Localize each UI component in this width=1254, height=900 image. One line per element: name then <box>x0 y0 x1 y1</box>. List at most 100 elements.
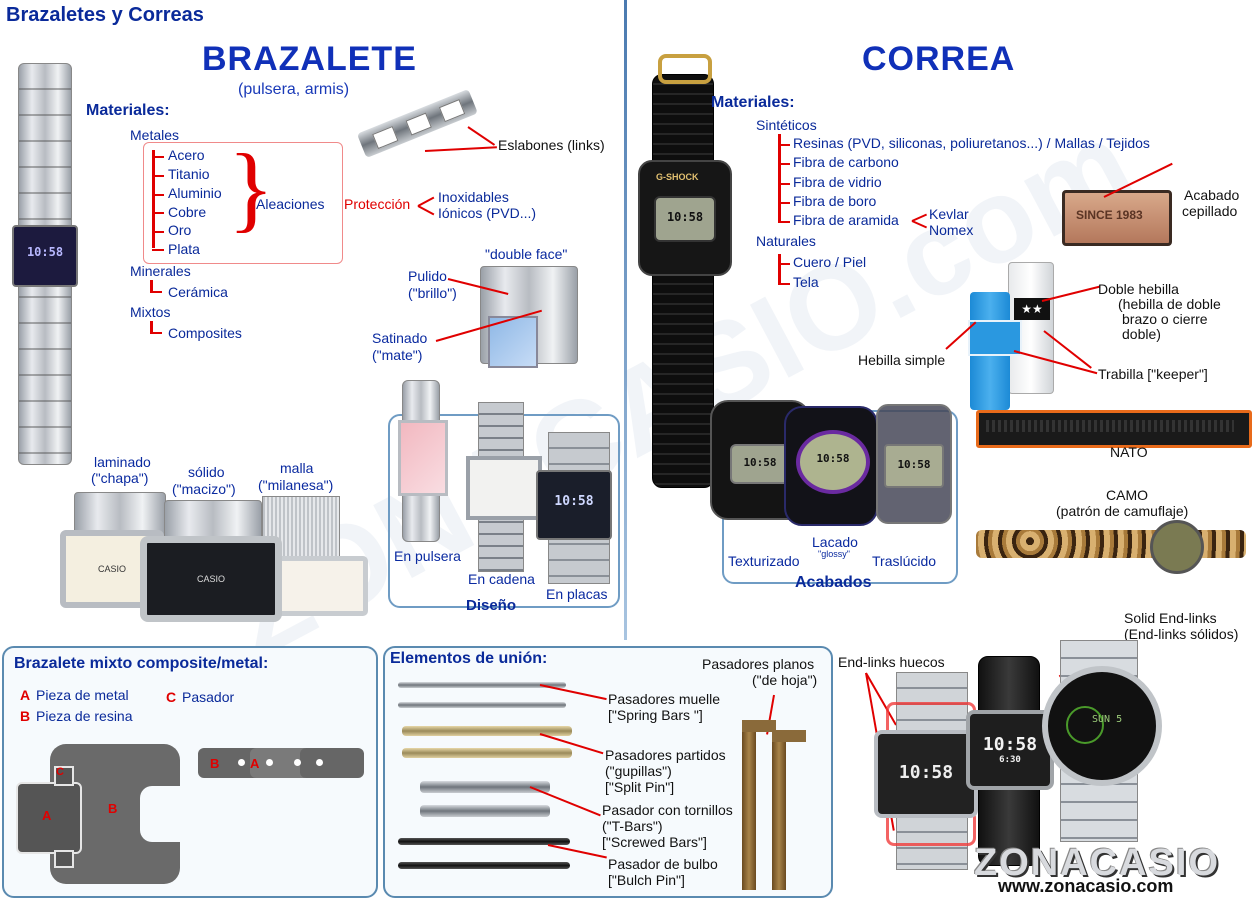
union-bulbo-2: ["Bulch Pin"] <box>608 872 685 888</box>
sintetico-aramida: Fibra de aramida <box>793 212 899 228</box>
diseno-pulsera: En pulsera <box>394 548 461 564</box>
endlink-chrono-dial: SUN 5 <box>1092 714 1123 725</box>
zonacasio-logo: ZONACASIO <box>974 842 1220 884</box>
doble-hebilla-2: (hebilla de doble <box>1118 296 1221 312</box>
union-partidos-3: ["Split Pin"] <box>605 779 675 795</box>
gshock-traslucido-display: 10:58 <box>884 444 944 488</box>
endlinks-solidos-2: (End-links sólidos) <box>1124 626 1239 642</box>
metal-cobre: Cobre <box>168 204 207 220</box>
spring-bar-2 <box>398 702 566 708</box>
metales-bracket <box>152 150 155 248</box>
aramida-nomex: Nomex <box>929 222 974 238</box>
tipo-laminado-1: laminado <box>94 454 151 470</box>
sintetico-carbono: Fibra de carbono <box>793 154 899 170</box>
acabado-traslucido: Traslúcido <box>872 553 937 569</box>
strip-a-label: A <box>250 756 260 771</box>
union-muelle-1: Pasadores muelle <box>608 691 721 707</box>
cadena-watch-dial <box>466 456 542 520</box>
brazalete-materiales-label: Materiales: <box>86 102 170 119</box>
mixto-title: Brazalete mixto composite/metal: <box>14 655 269 672</box>
center-divider <box>624 0 627 640</box>
doble-hebilla-1: Doble hebilla <box>1098 281 1179 297</box>
metal-oro: Oro <box>168 222 192 238</box>
blue-strap-keeper <box>968 320 1022 356</box>
tipo-solido-2: ("macizo") <box>172 481 236 497</box>
split-pin-2 <box>402 748 572 758</box>
union-bulbo-1: Pasador de bulbo <box>608 856 718 872</box>
diseno-cadena: En cadena <box>468 571 535 587</box>
tipo-laminado-2: ("chapa") <box>91 470 149 486</box>
satinado-label-2: ("mate") <box>372 347 423 363</box>
endlinks-solidos-1: Solid End-links <box>1124 610 1217 626</box>
endlink-chrono-sub <box>1066 706 1104 744</box>
placas-watch-display: 10:58 <box>536 470 612 540</box>
zonacasio-url: www.zonacasio.com <box>998 876 1174 896</box>
metales-label: Metales <box>130 127 180 143</box>
t-bar-2 <box>420 805 550 817</box>
diagram-c-label: C <box>56 766 64 778</box>
acabados-title: Acabados <box>795 574 872 591</box>
satinado-label-1: Satinado <box>372 330 428 346</box>
union-planos-2: ("de hoja") <box>752 672 818 688</box>
metal-acero: Acero <box>168 147 205 163</box>
sintetico-boro: Fibra de boro <box>793 193 877 209</box>
union-tornillos-3: ["Screwed Bars"] <box>602 834 707 850</box>
hebilla-simple: Hebilla simple <box>858 352 946 368</box>
flat-pin-2 <box>772 740 786 890</box>
camo-label-2: (patrón de camuflaje) <box>1056 503 1189 519</box>
correa-materiales-label: Materiales: <box>711 94 795 111</box>
split-pin-1 <box>402 726 572 736</box>
tipo-malla-2: ("milanesa") <box>258 477 334 493</box>
nato-strap-weave <box>986 420 1234 432</box>
pulido-label-1: Pulido <box>408 268 447 284</box>
union-title: Elementos de unión: <box>390 650 548 667</box>
flat-pin-1 <box>742 730 756 890</box>
diagram-a-label: A <box>42 808 52 823</box>
double-face-label: "double face" <box>485 246 568 262</box>
acabado-lacado: Lacado <box>812 534 858 550</box>
union-tornillos-1: Pasador con tornillos <box>602 802 733 818</box>
diagram-b-label: B <box>108 801 118 816</box>
trabilla-label: Trabilla ["keeper"] <box>1098 366 1208 382</box>
gshock-main-display: 10:58 <box>654 196 716 242</box>
steel-watch-display: 10:58 <box>12 225 78 287</box>
metales-box <box>143 142 343 264</box>
metal-piece-tab-bottom <box>54 850 74 868</box>
cepillado-stamp: SINCE 1983 <box>1076 208 1143 222</box>
metal-piece-a <box>16 782 82 854</box>
naturales-label: Naturales <box>756 233 816 249</box>
mixto-composites: Composites <box>168 325 242 341</box>
metal-piece-tab-top <box>54 766 74 786</box>
aramida-kevlar: Kevlar <box>929 206 969 222</box>
acabado-label-2: cepillado <box>1182 203 1238 219</box>
acabado-label-1: Acabado <box>1184 187 1240 203</box>
black-strap-watch <box>652 74 714 488</box>
legend-c-text: Pasador <box>182 689 235 705</box>
brazalete-title: BRAZALETE <box>202 40 417 78</box>
tipo-malla-1: malla <box>280 460 314 476</box>
page-title: Brazaletes y Correas <box>6 4 204 26</box>
bulb-pin-1 <box>398 838 570 845</box>
camo-strap <box>976 530 1246 558</box>
metal-titanio: Titanio <box>168 166 210 182</box>
doble-hebilla-3: brazo o cierre <box>1122 311 1208 327</box>
nato-label: NATO <box>1110 444 1148 460</box>
endlinks-huecos-label: End-links huecos <box>838 654 945 670</box>
sintetico-resinas: Resinas (PVD, siliconas, poliuretanos...… <box>793 135 1150 151</box>
acabado-lacado-note: "glossy" <box>818 549 850 559</box>
natural-tela: Tela <box>793 274 819 290</box>
camo-watch-case <box>1150 520 1204 574</box>
eslabones-links-image <box>353 80 487 181</box>
proteccion-inoxidables: Inoxidables <box>438 189 509 205</box>
pulido-label-2: ("brillo") <box>408 285 457 301</box>
gshock-texturizado-display: 10:58 <box>730 444 790 484</box>
legend-a-text: Pieza de metal <box>36 687 129 703</box>
legend-c-key: C <box>166 689 177 705</box>
eslabones-label: Eslabones (links) <box>498 137 605 153</box>
flat-pin-1-head <box>742 720 776 732</box>
solido-watch-face: CASIO <box>140 536 282 622</box>
union-partidos-2: ("gupillas") <box>605 763 672 779</box>
legend-b-text: Pieza de resina <box>36 708 133 724</box>
correa-title: CORREA <box>862 40 1016 78</box>
aleaciones-brace: } <box>228 134 275 241</box>
